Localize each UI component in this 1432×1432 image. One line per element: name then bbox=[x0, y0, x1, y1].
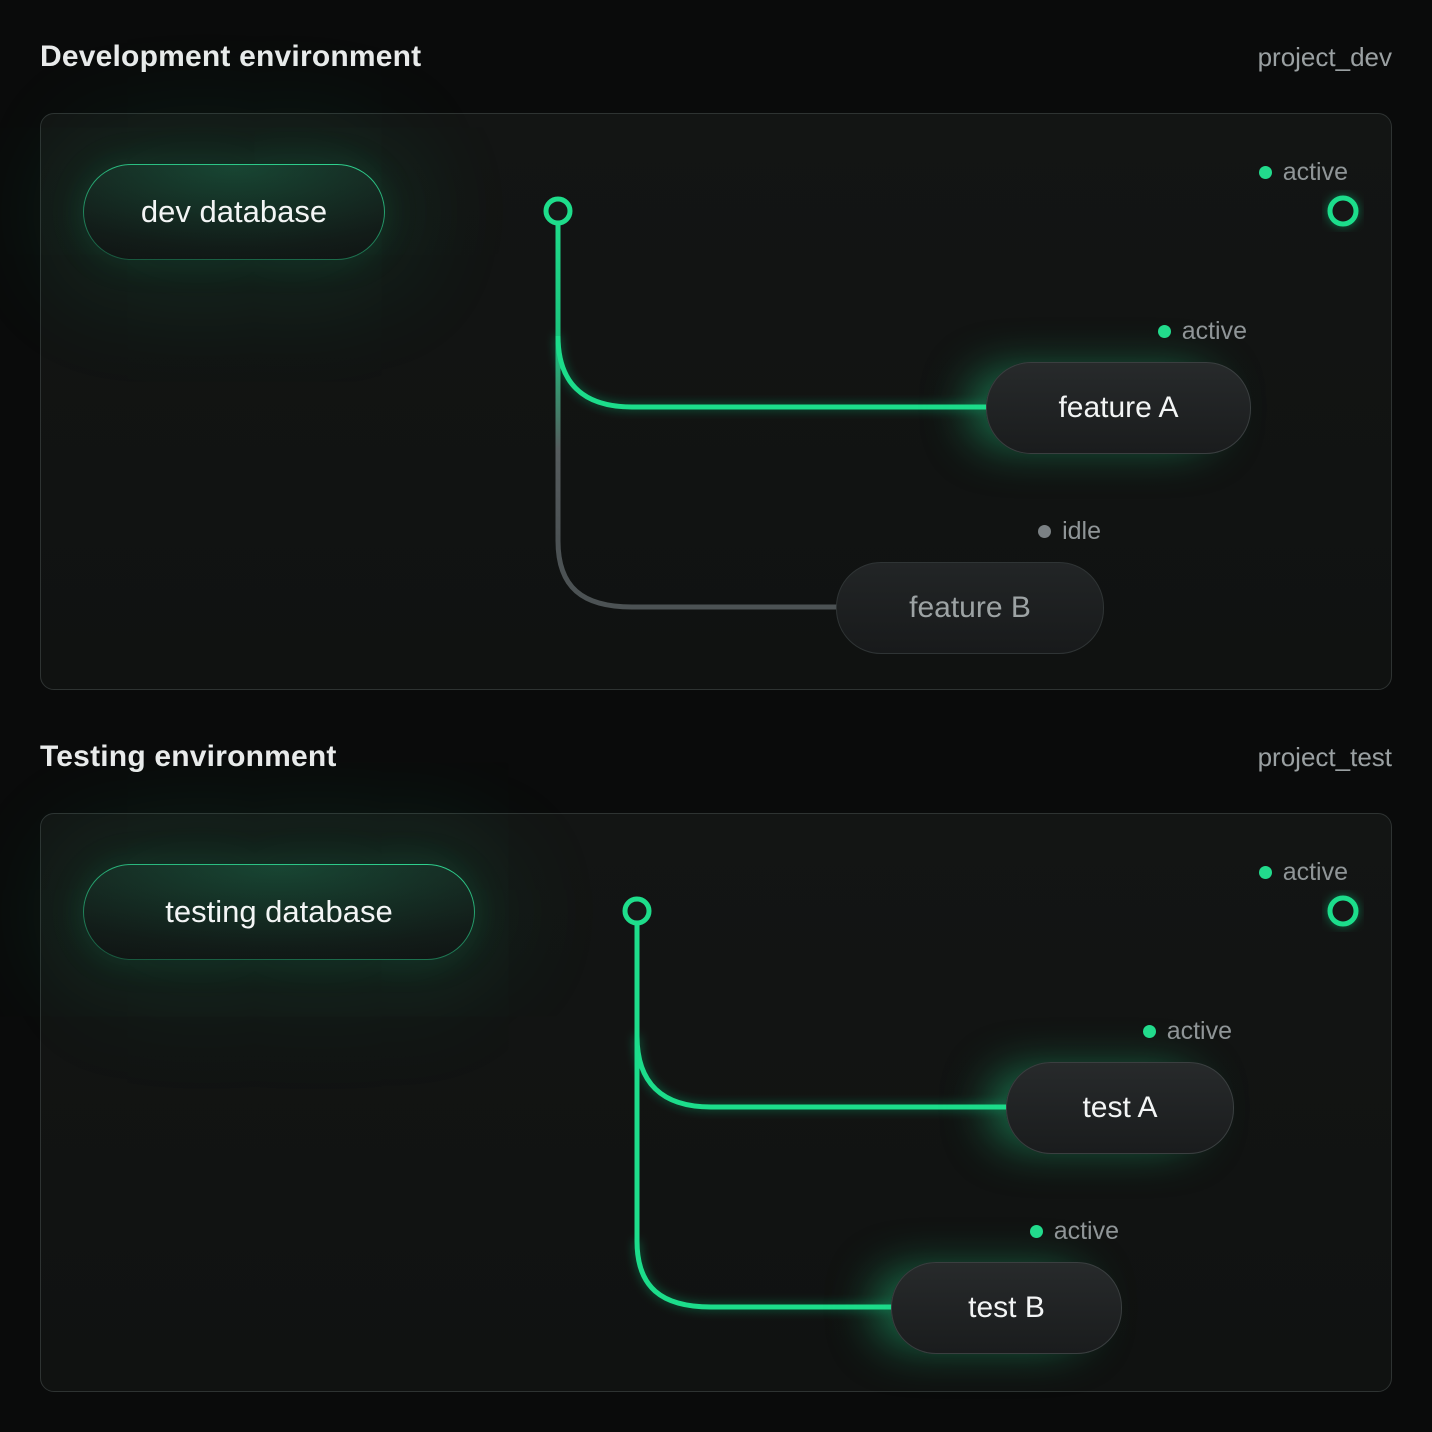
test-branch-junction-node-icon bbox=[622, 896, 652, 926]
dev-feature-a-branch-line bbox=[555, 335, 986, 410]
dev-database-label: dev database bbox=[140, 194, 328, 229]
test-b-branch-line bbox=[634, 1240, 893, 1310]
test-a-branch-line bbox=[634, 1035, 1006, 1110]
dev-feature-b-branch-line bbox=[555, 540, 838, 610]
test-a-label: test A bbox=[1082, 1091, 1158, 1124]
idle-status-dot-icon bbox=[1038, 524, 1052, 538]
dev-trunk-endpoint-icon bbox=[1327, 195, 1359, 227]
status-label: active bbox=[1282, 157, 1348, 186]
dev-branch-junction-node-icon bbox=[543, 196, 573, 226]
dev-feature-a-status-badge: active bbox=[1157, 315, 1247, 347]
dev-main-status-badge: active bbox=[1258, 156, 1348, 188]
active-status-dot-icon bbox=[1142, 1024, 1156, 1038]
test-project-name-label: project_test bbox=[1257, 742, 1392, 772]
test-trunk-endpoint-icon bbox=[1327, 895, 1359, 927]
test-branch-graph bbox=[476, 895, 1359, 1310]
dev-project-name-label: project_dev bbox=[1257, 42, 1392, 72]
status-label: active bbox=[1053, 1216, 1119, 1245]
test-b-pill[interactable]: test B bbox=[891, 1262, 1122, 1354]
dev-feature-b-status-badge: idle bbox=[1038, 515, 1101, 547]
test-a-status-badge: active bbox=[1142, 1015, 1232, 1047]
active-status-dot-icon bbox=[1029, 1224, 1043, 1238]
status-label: active bbox=[1181, 316, 1247, 345]
dev-section-title: Development environment bbox=[40, 40, 422, 73]
active-status-dot-icon bbox=[1258, 865, 1272, 879]
test-environment-panel: testing database test A test B active ac… bbox=[40, 813, 1392, 1392]
test-section-title: Testing environment bbox=[40, 740, 337, 773]
dev-feature-b-pill[interactable]: feature B bbox=[836, 562, 1104, 654]
testing-database-pill[interactable]: testing database bbox=[83, 864, 475, 960]
active-status-dot-icon bbox=[1258, 165, 1272, 179]
dev-feature-a-pill[interactable]: feature A bbox=[986, 362, 1251, 454]
dev-environment-panel: dev database feature A feature B active … bbox=[40, 113, 1392, 690]
dev-branch-graph bbox=[386, 195, 1359, 610]
dev-feature-a-label: feature A bbox=[1058, 391, 1179, 424]
test-a-pill[interactable]: test A bbox=[1006, 1062, 1234, 1154]
status-label: active bbox=[1282, 857, 1348, 886]
testing-database-label: testing database bbox=[165, 894, 393, 929]
status-label: idle bbox=[1062, 516, 1101, 545]
test-b-label: test B bbox=[968, 1291, 1045, 1324]
dev-feature-b-label: feature B bbox=[909, 591, 1031, 624]
active-status-dot-icon bbox=[1157, 324, 1171, 338]
test-main-status-badge: active bbox=[1258, 856, 1348, 888]
dev-section-header: Development environment project_dev bbox=[40, 40, 1392, 74]
dev-database-pill[interactable]: dev database bbox=[83, 164, 385, 260]
test-section-header: Testing environment project_test bbox=[40, 740, 1392, 774]
status-label: active bbox=[1166, 1016, 1232, 1045]
test-b-status-badge: active bbox=[1029, 1215, 1119, 1247]
